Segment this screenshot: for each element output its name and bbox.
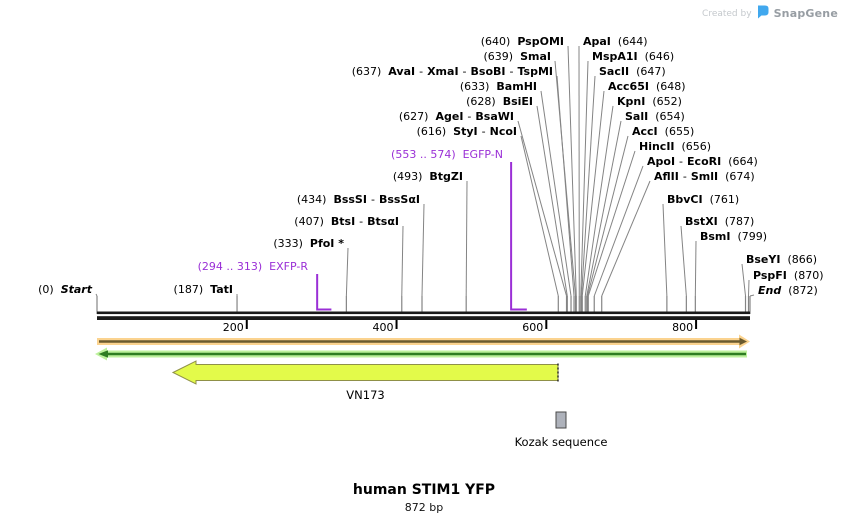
leader-line [581,90,605,297]
leader-line [580,60,589,297]
site-label-end[interactable]: End(872) [758,284,818,297]
site-label-bbvci[interactable]: BbvCI(761) [667,193,739,206]
leader-line [401,225,404,297]
primer-label-exfp-r[interactable]: (294 .. 313)EXFP-R [198,260,309,273]
site-label-pfoi[interactable]: (333)PfoI * [273,237,344,250]
sequence-line-top [97,311,750,315]
ruler-label: 600 [522,321,543,334]
snapgene-brand-text: SnapGene [773,7,838,20]
credit-line: Created by SnapGene [702,4,838,23]
leader-line [556,75,575,297]
leader-line [593,165,644,297]
site-label-apoi[interactable]: ApoI-EcoRI(664) [647,155,758,168]
ruler-label: 400 [373,321,394,334]
leader-line [520,135,559,297]
site-label-bsmi[interactable]: BsmI(799) [700,230,767,243]
leader-line [586,120,622,297]
site-label-bstxi[interactable]: BstXI(787) [685,215,754,228]
feature-kozak-box[interactable] [555,411,567,429]
site-label-agei[interactable]: (627)AgeI-BsaWI [399,110,514,123]
leader-line [741,263,747,297]
created-by-text: Created by [702,8,752,19]
map-length: 872 bp [404,501,444,514]
leader-line [517,120,568,297]
feature-label-vn173[interactable]: VN173 [346,388,384,402]
site-label-pspomi[interactable]: (640)PspOMI [481,35,564,48]
site-label-btsi[interactable]: (407)BtsI-BtsαI [294,215,399,228]
leader-line [421,203,425,297]
site-label-acc65i[interactable]: Acc65I(648) [608,80,686,93]
site-label-btgzi[interactable]: (493)BtgZI [393,170,463,183]
leader-line [587,150,636,297]
site-label-start[interactable]: (0)Start [38,283,93,296]
ruler-label: 800 [672,321,693,334]
site-label-aflii[interactable]: AflII-SmlI(674) [654,170,755,183]
site-label-avai[interactable]: (637)AvaI-XmaI-BsoBI-TspMI [352,65,553,78]
leader-line [694,240,697,297]
leader-line [95,293,98,297]
site-label-sacii[interactable]: SacII(647) [599,65,666,78]
primer-glyph-exfp-r[interactable] [316,274,332,311]
leader-line [680,225,687,297]
primer-label-egfp-n[interactable]: (553 .. 574)EGFP-N [391,148,503,161]
leader-line [584,105,614,297]
feature-vn173[interactable] [171,360,559,385]
site-label-mspa1i[interactable]: MspA1I(646) [592,50,674,63]
site-label-hincii[interactable]: HincII(656) [639,140,711,153]
snapgene-logo-icon [757,4,769,23]
site-label-acci[interactable]: AccI(655) [632,125,694,138]
site-label-apai[interactable]: ApaI(644) [583,35,648,48]
site-label-smai[interactable]: (639)SmaI [484,50,552,63]
leader-line [540,90,572,297]
leader-line [465,180,468,297]
frame-arrow-reverse-head [98,350,108,358]
leader-line [749,294,755,297]
site-label-bseyi[interactable]: BseYI(866) [746,253,817,266]
site-label-tati[interactable]: (187)TatI [174,283,233,296]
leader-line [345,247,349,297]
title-block: human STIM1 YFP 872 bp [0,482,848,514]
site-label-bamhi[interactable]: (633)BamHI [460,80,537,93]
site-label-bsssi[interactable]: (434)BssSI-BssSαI [297,193,420,206]
site-label-kpni[interactable]: KpnI(652) [617,95,682,108]
site-label-sali[interactable]: SalI(654) [625,110,685,123]
sequence-line-bottom [97,316,750,320]
ruler-label: 200 [223,321,244,334]
leader-line [567,45,577,297]
leader-line [587,135,629,297]
site-label-styi[interactable]: (616)StyI-NcoI [417,125,517,138]
leader-line [536,105,568,297]
leader-line [662,203,668,297]
map-title: human STIM1 YFP [352,482,496,498]
frame-arrow-forward-head [739,337,747,346]
site-label-pspfi[interactable]: PspFI(870) [753,269,824,282]
primer-glyph-egfp-n[interactable] [510,162,527,311]
feature-label-kozak[interactable]: Kozak sequence [515,435,608,449]
leader-line [601,180,651,297]
site-label-bsiei[interactable]: (628)BsiEI [466,95,533,108]
leader-line [581,75,596,297]
